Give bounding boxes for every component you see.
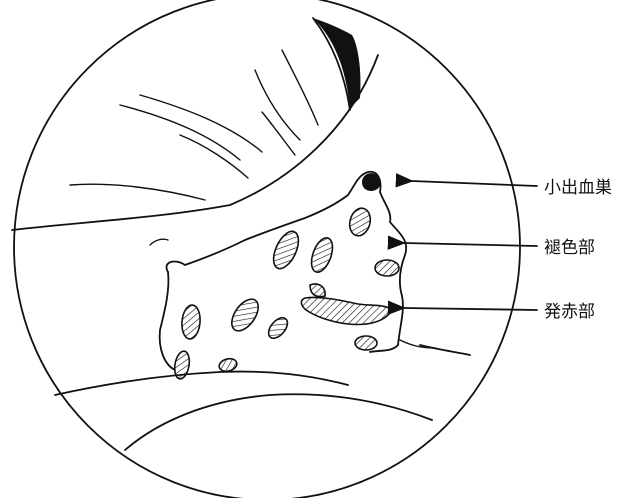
lesion-outline-left [160, 272, 175, 370]
hemorrhage-arrow [412, 181, 537, 186]
faded-label: 褪色部 [544, 238, 595, 258]
upper-fold-dark-edge [313, 18, 361, 108]
faded-arrow [404, 243, 537, 246]
redness-arrow [404, 308, 537, 310]
hemorrhage-label: 小出血巣 [544, 178, 612, 198]
field-of-view-circle [14, 0, 520, 498]
hatched-patches [173, 206, 399, 380]
lower-folds [55, 239, 470, 450]
redness-label: 発赤部 [544, 302, 595, 322]
upper-fold [12, 55, 378, 230]
